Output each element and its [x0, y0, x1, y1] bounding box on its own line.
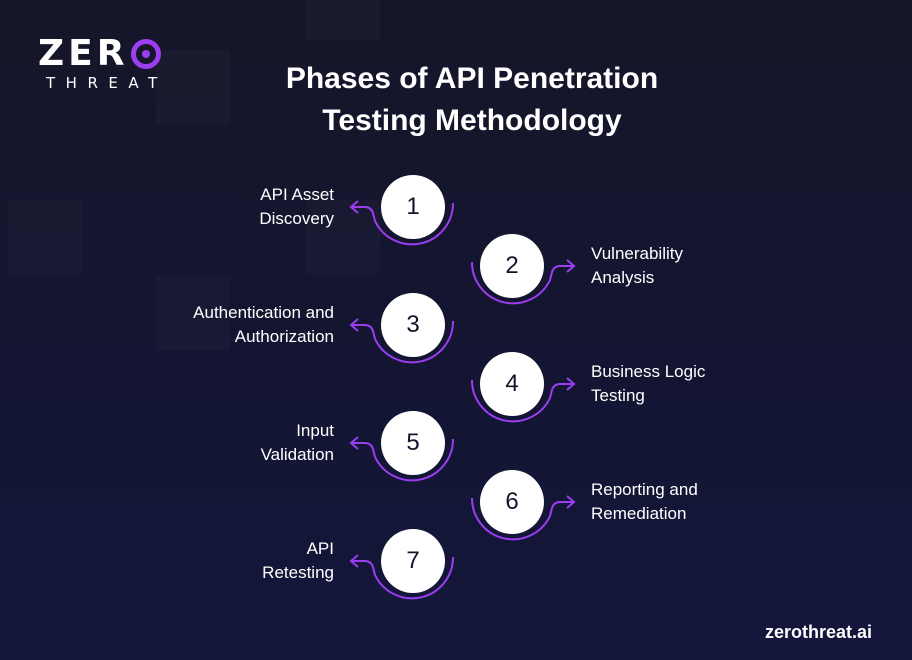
phase-6-label: Reporting and Remediation: [591, 480, 698, 523]
phase-3-number: 3: [381, 293, 445, 357]
phase-3-arrow-icon: [349, 318, 359, 332]
zerothreat-logo: ZER THREAT: [38, 36, 178, 92]
arc-group: [349, 200, 576, 600]
phase-4-number: 4: [480, 352, 544, 416]
phase-4-connector: [470, 379, 574, 423]
phase-6-arrow-icon: [566, 495, 576, 509]
phase-2-number: 2: [480, 234, 544, 298]
phase-7-arrow-icon: [349, 554, 359, 568]
logo-o-icon: [131, 39, 162, 69]
phase-1-number: 1: [381, 175, 445, 239]
phase-5-label: Input Validation: [260, 421, 334, 464]
phase-4-label: Business Logic Testing: [591, 362, 706, 405]
phase-7-label: API Retesting: [262, 539, 334, 582]
phase-5-connector: [351, 438, 455, 482]
phase-7-number: 7: [381, 529, 445, 593]
phase-4-arrow-icon: [566, 377, 576, 391]
phase-3-label: Authentication and Authorization: [193, 303, 334, 346]
phase-2-arrow-icon: [566, 259, 576, 273]
page-title: Phases of API Penetration Testing Method…: [285, 62, 659, 137]
logo-top-text: ZER: [38, 33, 129, 74]
website-label: zerothreat.ai: [764, 622, 872, 642]
phase-6-number: 6: [480, 470, 544, 534]
phase-1-arrow-icon: [349, 200, 359, 214]
phase-1-label: API Asset Discovery: [259, 185, 334, 228]
phase-3-connector: [351, 320, 455, 364]
logo-wordmark: ZER: [38, 36, 178, 72]
phase-7-connector: [351, 556, 455, 600]
logo-bottom-text: THREAT: [46, 74, 168, 92]
phase-1-connector: [351, 202, 455, 246]
phase-2-label: Vulnerability Analysis: [591, 244, 683, 287]
phase-5-number: 5: [381, 411, 445, 475]
phase-2-connector: [470, 261, 574, 305]
phase-6-connector: [470, 497, 574, 541]
phase-5-arrow-icon: [349, 436, 359, 450]
